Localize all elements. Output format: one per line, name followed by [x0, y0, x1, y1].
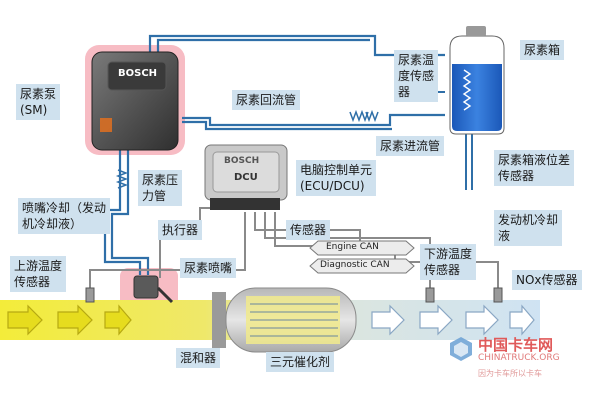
label-tank-level-sensor: 尿素箱液位差 传感器 — [494, 150, 575, 186]
dcu-brand-text: BOSCH — [224, 156, 260, 166]
label-nox-sensor: NOx传感器 — [512, 270, 582, 290]
label-urea-pump: 尿素泵 (SM) — [16, 84, 61, 120]
can-tags — [309, 240, 415, 274]
pump-brand-text: BOSCH — [118, 68, 158, 79]
urea-nozzle-device — [133, 275, 174, 304]
label-downstream-temp: 下游温度 传感器 — [420, 244, 477, 280]
watermark-site: CHINATRUCK.ORG — [478, 353, 560, 363]
exhaust-sensors — [85, 287, 503, 303]
urea-pump-device — [91, 51, 179, 151]
label-engine-coolant: 发动机冷却 液 — [494, 210, 563, 246]
urea-tank-device — [449, 26, 505, 135]
label-inlet-pipe: 尿素进流管 — [376, 136, 445, 156]
dcu-device — [204, 144, 288, 210]
watermark: 中国卡车网 CHINATRUCK.ORG 因为卡车所以卡车 — [448, 334, 598, 394]
label-sensor: 传感器 — [286, 220, 331, 240]
engine-can-tag: Engine CAN — [326, 242, 379, 252]
pressure-pipe — [103, 150, 142, 275]
diagnostic-can-tag: Diagnostic CAN — [320, 260, 390, 270]
label-upstream-temp: 上游温度 传感器 — [10, 256, 67, 292]
inlet-pipe — [182, 113, 445, 127]
label-nozzle-cooling: 喷嘴冷却（发动 机冷却液） — [18, 198, 111, 234]
flow-arrows — [7, 304, 535, 336]
dcu-label-text: DCU — [234, 172, 258, 183]
pipe-heater-coils — [115, 109, 379, 189]
label-mixer: 混和器 — [176, 348, 221, 368]
label-ecu: 电脑控制单元 (ECU/DCU) — [296, 160, 377, 196]
label-urea-nozzle: 尿素喷嘴 — [180, 258, 237, 278]
watermark-slogan: 因为卡车所以卡车 — [478, 369, 542, 378]
watermark-name: 中国卡车网 — [478, 336, 554, 354]
label-urea-tank: 尿素箱 — [520, 40, 565, 60]
label-three-way-catalyst: 三元催化剂 — [266, 352, 335, 372]
mixer-flange — [212, 292, 226, 348]
label-actuator: 执行器 — [158, 220, 203, 240]
label-pressure-pipe: 尿素压 力管 — [138, 170, 183, 206]
label-urea-temp-sensor: 尿素温 度传感 器 — [394, 50, 439, 102]
label-return-pipe: 尿素回流管 — [232, 90, 301, 110]
watermark-logo-icon — [450, 337, 472, 361]
